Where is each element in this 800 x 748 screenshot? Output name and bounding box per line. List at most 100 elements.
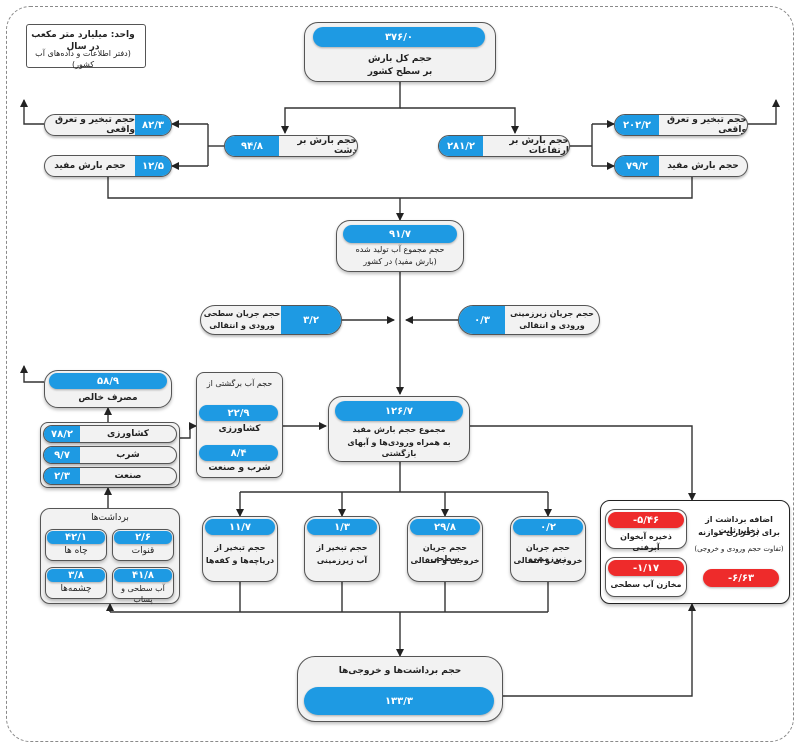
output-groundevap-line2: آب زیرزمینی — [316, 556, 368, 565]
units-source: (دفتر اطلاعات و داده‌های آب کشور) — [35, 49, 131, 69]
surface-store-label: مخازن آب سطحی — [610, 580, 682, 589]
withdrawals-outputs-value: ۱۳۳/۳ — [304, 687, 494, 715]
plain-evap-label: حجم تبخیر و تعرق واقعی — [55, 115, 135, 135]
plain-precip-value: ۹۴/۸ — [225, 136, 279, 156]
withdraw-wells-label: چاه ها — [64, 546, 88, 556]
return-drink-label: شرب و صنعت — [208, 463, 271, 473]
aquifer-card: -۵/۴۶ ذخیره آبخوان آبرفتی — [605, 509, 687, 552]
use-row-industry: ۲/۳ صنعت — [43, 467, 177, 485]
output-groundevap-value: ۱/۳ — [307, 519, 377, 535]
surface-inflow-line2: ورودی و انتقالی — [209, 321, 275, 330]
output-ground-line1: حجم جریان زیرزمینی — [525, 543, 571, 563]
total-precip-value: ۳۷۶/۰ — [313, 27, 485, 47]
use-agriculture-label: کشاورزی — [107, 429, 149, 439]
use-drinking-value: ۹/۷ — [44, 447, 80, 463]
output-lakes-value: ۱۱/۷ — [205, 519, 275, 535]
output-groundevap-line1: حجم تبخیر از — [316, 543, 368, 552]
balance-card: اضافه برداشت از ذخایر ثابت برای برقراری … — [600, 500, 790, 604]
units-legend: واحد: میلیارد متر مکعب در سال (دفتر اطلا… — [26, 24, 146, 69]
balance-line1: اضافه برداشت از ذخایر ثابت — [705, 515, 773, 535]
withdraw-springs-value: ۳/۸ — [47, 569, 105, 582]
balance-total-value: -۶/۶۳ — [703, 569, 779, 587]
sum-useful-line2: به همراه ورودی‌ها و آبهای بازگشتی — [347, 438, 451, 458]
output-ground-card: ۰/۲ حجم جریان زیرزمینی خروجی و انتقالی — [510, 516, 586, 582]
plain-useful-label: حجم بارش مفید — [54, 161, 126, 171]
withdraw-springs: ۳/۸ چشمه‌ها — [45, 567, 107, 599]
withdraw-wells: ۴۲/۱ چاه ها — [45, 529, 107, 561]
total-precip-line2: بر سطح کشور — [367, 67, 433, 77]
withdraw-surface: ۴۱/۸ آب سطحی و پساب — [112, 567, 174, 604]
output-surface-value: ۲۹/۸ — [410, 519, 480, 535]
output-surface-line2: خروجی و انتقالی — [410, 556, 480, 565]
output-surface-line1: حجم جریان سطحی — [422, 543, 468, 563]
surface-store-card: -۱/۱۷ مخازن آب سطحی — [605, 557, 687, 597]
withdraw-qanats-value: ۲/۶ — [114, 531, 172, 544]
output-lakes-card: ۱۱/۷ حجم تبخیر از دریاچه‌ها و کفه‌ها — [202, 516, 278, 582]
highland-evap-value: ۲۰۲/۲ — [615, 115, 659, 135]
withdraw-qanats-label: قنوات — [131, 546, 155, 556]
highland-precip-label: حجم بارش بر ارتفاعات — [509, 136, 569, 156]
produced-water-line1: حجم مجموع آب تولید شده — [355, 245, 445, 254]
withdraw-qanats: ۲/۶ قنوات — [112, 529, 174, 561]
plain-precip-label: حجم بارش بر دشت — [297, 136, 357, 156]
surface-store-value: -۱/۱۷ — [608, 560, 684, 576]
surface-inflow-value: ۳/۲ — [281, 306, 341, 334]
page-frame — [6, 6, 794, 742]
output-ground-line2: خروجی و انتقالی — [513, 556, 583, 565]
withdrawals-outputs-title: حجم برداشت‌ها و خروجی‌ها — [338, 666, 462, 676]
surface-inflow-pill: ۳/۲ حجم جریان سطحی ورودی و انتقالی — [200, 305, 342, 335]
plain-evap-pill: ۸۲/۳ حجم تبخیر و تعرق واقعی — [44, 114, 172, 136]
produced-water-line2: (بارش مفید) در کشور — [363, 257, 437, 266]
plain-evap-value: ۸۲/۳ — [135, 115, 171, 135]
balance-line3: (تفاوت حجم ورودی و خروجی) — [694, 545, 784, 553]
use-industry-value: ۲/۳ — [44, 468, 80, 484]
plain-useful-value: ۱۲/۵ — [135, 156, 171, 176]
units-title: واحد: میلیارد متر مکعب در سال — [31, 30, 135, 53]
ground-inflow-pill: ۰/۳ حجم جریان زیرزمینی ورودی و انتقالی — [458, 305, 600, 335]
net-consumption-card: ۵۸/۹ مصرف خالص — [44, 370, 172, 408]
withdraw-springs-label: چشمه‌ها — [60, 584, 92, 594]
withdrawals-outputs-card: حجم برداشت‌ها و خروجی‌ها ۱۳۳/۳ — [297, 656, 503, 722]
use-row-agriculture: ۷۸/۲ کشاورزی — [43, 425, 177, 443]
aquifer-label: ذخیره آبخوان آبرفتی — [620, 532, 672, 552]
use-agriculture-value: ۷۸/۲ — [44, 426, 80, 442]
use-row-drinking: ۹/۷ شرب — [43, 446, 177, 464]
ground-inflow-line2: ورودی و انتقالی — [519, 321, 585, 330]
total-precip-card: ۳۷۶/۰ حجم کل بارش بر سطح کشور — [304, 22, 496, 82]
balance-line2: برای برقراری موازنه — [698, 528, 780, 537]
sum-useful-card: ۱۲۶/۷ مجموع حجم بارش مفید به همراه ورودی… — [328, 396, 470, 462]
withdraw-wells-value: ۴۲/۱ — [47, 531, 105, 544]
aquifer-value: -۵/۴۶ — [608, 512, 684, 528]
uses-card: ۷۸/۲ کشاورزی ۹/۷ شرب ۲/۳ صنعت — [40, 422, 180, 488]
highland-precip-pill: ۲۸۱/۲ حجم بارش بر ارتفاعات — [438, 135, 570, 157]
return-water-card: حجم آب برگشتی از ۲۲/۹ کشاورزی ۸/۴ شرب و … — [196, 372, 283, 478]
ground-inflow-value: ۰/۳ — [459, 306, 505, 334]
highland-useful-value: ۷۹/۲ — [615, 156, 659, 176]
plain-useful-pill: ۱۲/۵ حجم بارش مفید — [44, 155, 172, 177]
total-precip-line1: حجم کل بارش — [368, 54, 432, 64]
surface-inflow-line1: حجم جریان سطحی — [203, 309, 281, 318]
net-consumption-value: ۵۸/۹ — [49, 373, 167, 389]
sum-useful-line1: مجموع حجم بارش مفید — [352, 425, 446, 434]
withdraw-surface-label: آب سطحی و پساب — [121, 584, 165, 604]
produced-water-card: ۹۱/۷ حجم مجموع آب تولید شده (بارش مفید) … — [336, 220, 464, 272]
output-lakes-line1: حجم تبخیر از — [214, 543, 266, 552]
highland-useful-label: حجم بارش مفید — [667, 161, 739, 171]
return-water-title: حجم آب برگشتی از — [206, 379, 273, 388]
withdrawals-title: برداشت‌ها — [91, 513, 129, 523]
produced-water-value: ۹۱/۷ — [343, 225, 457, 243]
plain-precip-pill: ۹۴/۸ حجم بارش بر دشت — [224, 135, 358, 157]
output-lakes-line2: دریاچه‌ها و کفه‌ها — [205, 556, 275, 565]
return-agri-value: ۲۲/۹ — [199, 405, 278, 421]
return-drink-value: ۸/۴ — [199, 445, 278, 461]
withdrawals-card: برداشت‌ها ۴۲/۱ چاه ها ۲/۶ قنوات ۳/۸ چشمه… — [40, 508, 180, 604]
ground-inflow-line1: حجم جریان زیرزمینی — [510, 309, 594, 318]
output-groundevap-card: ۱/۳ حجم تبخیر از آب زیرزمینی — [304, 516, 380, 582]
use-industry-label: صنعت — [114, 471, 142, 481]
highland-evap-pill: ۲۰۲/۲ حجم تبخیر و تعرق واقعی — [614, 114, 748, 136]
highland-precip-value: ۲۸۱/۲ — [439, 136, 483, 156]
highland-useful-pill: ۷۹/۲ حجم بارش مفید — [614, 155, 748, 177]
net-consumption-label: مصرف خالص — [78, 393, 138, 403]
withdraw-surface-value: ۴۱/۸ — [114, 569, 172, 582]
